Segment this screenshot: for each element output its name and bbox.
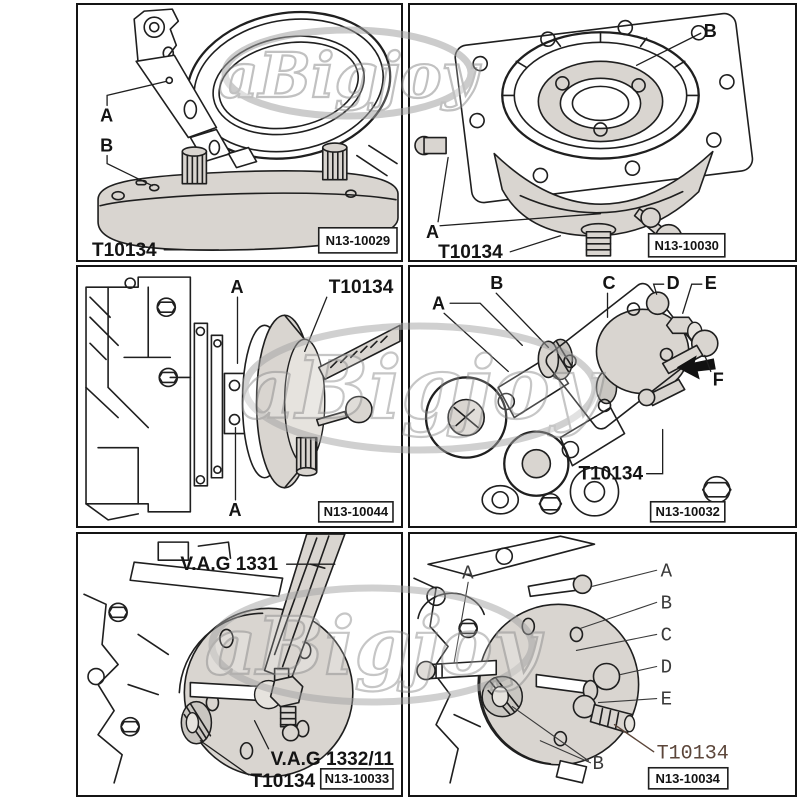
- figure-number-badge: N13-10032: [649, 500, 726, 523]
- callout-e-label: E: [705, 273, 717, 293]
- tool-t10134-guide-plate: [545, 282, 732, 504]
- adapter-label: V.A.G 1332/11: [271, 749, 395, 770]
- knurled-stud-left: [181, 146, 208, 185]
- figure-number-badge: N13-10033: [319, 768, 394, 790]
- callout-a-label: A: [661, 560, 673, 582]
- tool-t10134-label: T10134: [251, 771, 316, 792]
- figure-panel-n13-10034: A A B C D E B T10134 N13-10034: [408, 532, 797, 797]
- figure-number: N13-10044: [324, 504, 389, 519]
- figure-number-badge: N13-10030: [647, 232, 726, 258]
- tool-t10134-label: T10134: [92, 240, 157, 260]
- callout-e-label: E: [661, 689, 672, 711]
- figure-panel-n13-10033: V.A.G 1331 V.A.G 1332/11 T10134 N13-1003…: [76, 532, 403, 797]
- tool-mounted-with-bolts-drawing: A A B C D E B T10134 N13-10034: [413, 535, 729, 790]
- tool-t10134-label: T10134: [578, 464, 643, 485]
- tool-t10134-label: T10134: [438, 242, 503, 260]
- callout-a-top-label: A: [230, 277, 243, 297]
- figure-number: N13-10033: [325, 771, 389, 786]
- figure-number: N13-10032: [656, 504, 720, 519]
- callout-a-label: A: [100, 105, 113, 125]
- callout-b-label: B: [704, 21, 717, 41]
- figure-panel-n13-10044: A A T10134 N13-10044: [76, 265, 403, 528]
- callout-c-label: C: [661, 624, 672, 646]
- callout-f-label: F: [713, 369, 724, 389]
- seal-flange-with-assembly-plate-drawing: A B T10134 N13-10029: [92, 8, 399, 260]
- callout-b-label: B: [661, 592, 672, 614]
- tool-t10134-disc-assembly: [241, 314, 401, 489]
- callout-b-label: B: [490, 273, 503, 293]
- tightening-with-torque-wrench-drawing: V.A.G 1331 V.A.G 1332/11 T10134 N13-1003…: [83, 534, 395, 792]
- figure-number-badge: N13-10034: [647, 766, 729, 790]
- direction-arrow-icon: [676, 355, 716, 380]
- figure-number: N13-10034: [656, 771, 721, 786]
- callout-b-bottom-label: B: [592, 753, 603, 775]
- callout-b-label: B: [100, 136, 113, 156]
- callout-a-bottom-label: A: [228, 500, 241, 520]
- figure-number: N13-10030: [655, 238, 719, 253]
- callout-c-label: C: [603, 273, 616, 293]
- figure-panel-n13-10029: A B T10134 N13-10029: [76, 3, 403, 262]
- crankshaft-flange: [193, 322, 246, 487]
- figure-panel-n13-10030: B A T10134 N13-10030: [408, 3, 797, 262]
- figure-number-badge: N13-10044: [317, 501, 394, 523]
- sealing-flange-rear-with-tool-drawing: B A T10134 N13-10030: [414, 12, 754, 260]
- figure-panel-n13-10032: A B C D E F T10134 N13-10032: [408, 265, 797, 528]
- engine-block: [85, 276, 192, 521]
- figure-number: N13-10029: [326, 233, 390, 248]
- tool-on-crankshaft-side-view-drawing: A A T10134 N13-10044: [85, 276, 401, 523]
- tool-t10134-label: T10134: [657, 743, 729, 766]
- knurled-stud-right: [321, 142, 348, 181]
- tool-t10134-label: T10134: [329, 277, 394, 298]
- figure-number-badge: N13-10029: [317, 226, 398, 254]
- tool-on-crankshaft-angled-drawing: A B C D E F T10134 N13-10032: [424, 273, 732, 523]
- callout-d-label: D: [667, 273, 680, 293]
- torque-wrench-label: V.A.G 1331: [180, 554, 278, 575]
- callout-a-label: A: [426, 222, 439, 242]
- seal-bore-rings: [501, 31, 700, 160]
- callout-a-inner-label: A: [462, 562, 474, 584]
- callout-d-label: D: [661, 657, 672, 679]
- callout-a-label: A: [432, 293, 445, 313]
